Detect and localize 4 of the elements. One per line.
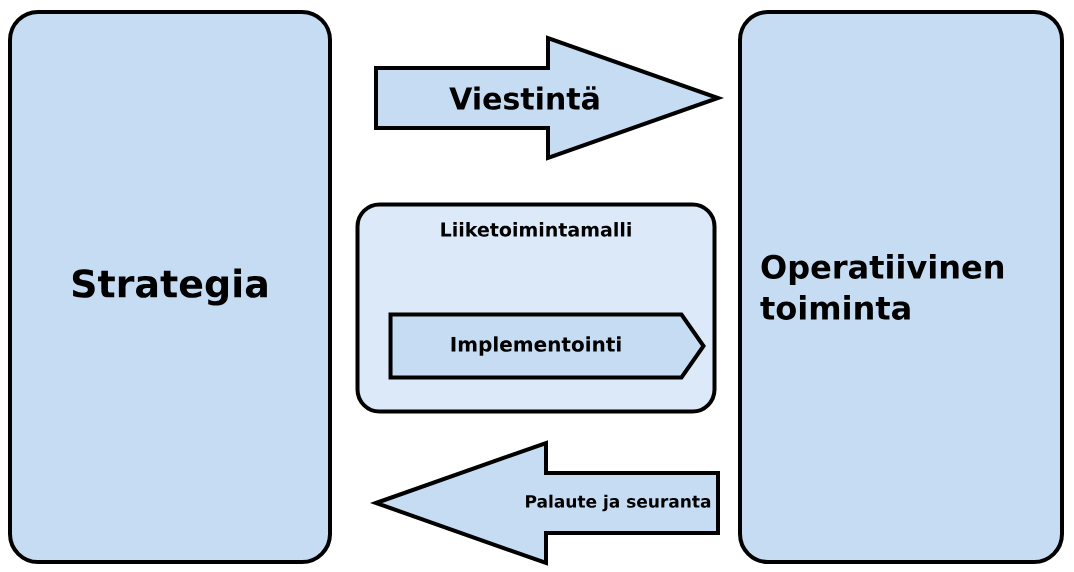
process-box: Strategia (8, 10, 332, 564)
process-box: Operatiivinen toiminta (738, 10, 1064, 564)
arrow-box: Implementointi (388, 312, 706, 380)
edge-label: Viestintä (448, 85, 602, 111)
